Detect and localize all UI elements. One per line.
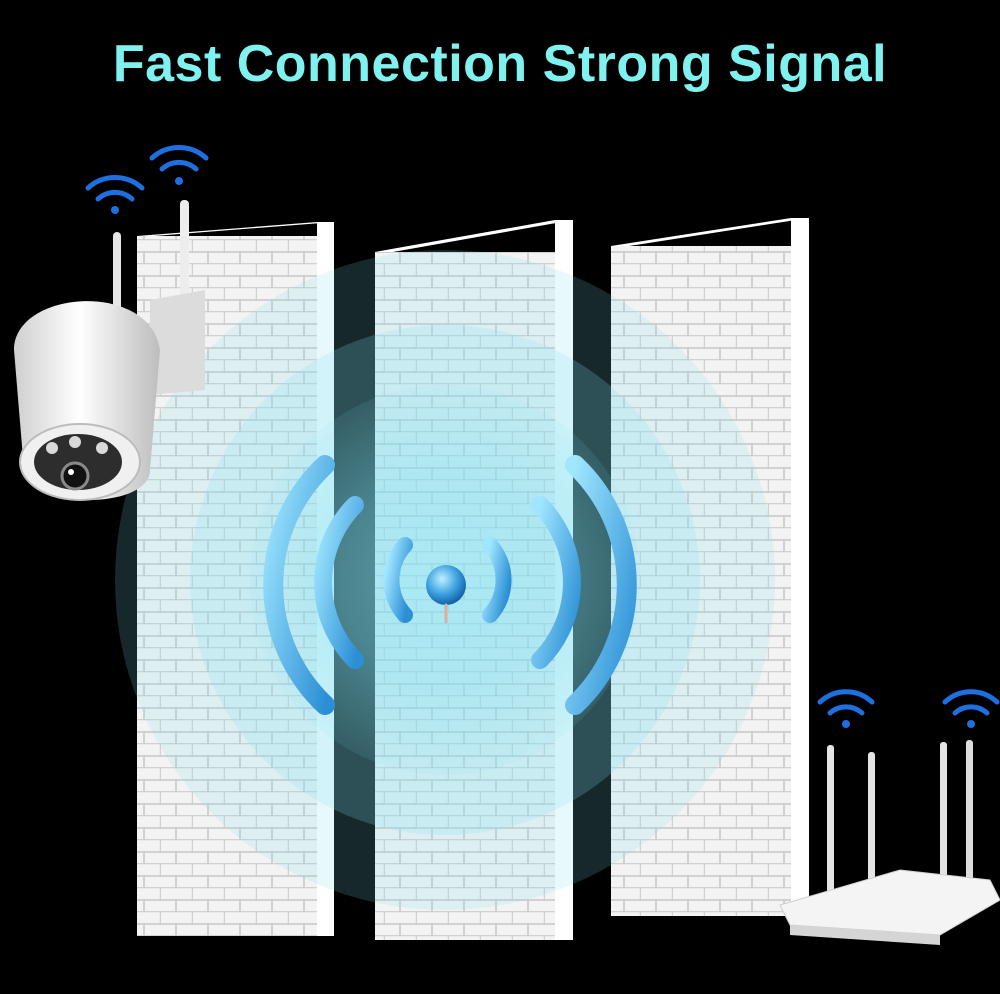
wifi-icon xyxy=(85,175,145,214)
wifi-icon xyxy=(149,145,209,185)
wifi-icon xyxy=(817,689,875,728)
security-camera xyxy=(14,200,205,501)
signal-broadcast-icon xyxy=(263,455,637,715)
wifi-router xyxy=(779,740,1000,945)
wifi-icon xyxy=(942,689,1000,728)
brick-wall-right xyxy=(611,218,809,916)
headline: Fast Connection Strong Signal xyxy=(112,35,888,93)
